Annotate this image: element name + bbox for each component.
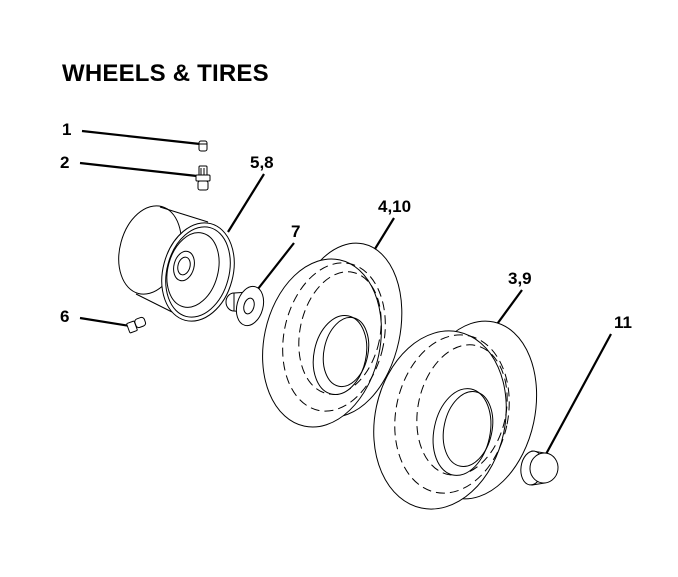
leader-7	[253, 242, 295, 295]
leader-2	[79, 161, 198, 178]
wheel-bushing	[225, 285, 265, 327]
callout-1: 1	[62, 120, 71, 139]
callout-4-10: 4,10	[378, 197, 411, 216]
rear-tire	[373, 320, 538, 510]
callout-6: 6	[60, 307, 69, 326]
diagram-title: WHEELS & TIRES	[62, 60, 269, 87]
callout-5-8: 5,8	[250, 153, 274, 172]
valve-cap	[198, 140, 208, 152]
grease-fitting	[126, 316, 147, 334]
leader-6	[79, 316, 131, 328]
leader-5-8	[227, 173, 265, 233]
leader-lines	[79, 129, 612, 457]
callout-3-9: 3,9	[508, 269, 532, 288]
leader-11	[544, 333, 612, 457]
callout-7: 7	[291, 222, 300, 241]
valve-stem	[195, 165, 211, 191]
leader-1	[81, 129, 201, 146]
callout-11: 11	[614, 313, 632, 332]
wheel-rim	[118, 205, 235, 322]
callout-2: 2	[60, 153, 69, 172]
front-tire	[262, 242, 403, 428]
hub-cap	[520, 450, 559, 486]
